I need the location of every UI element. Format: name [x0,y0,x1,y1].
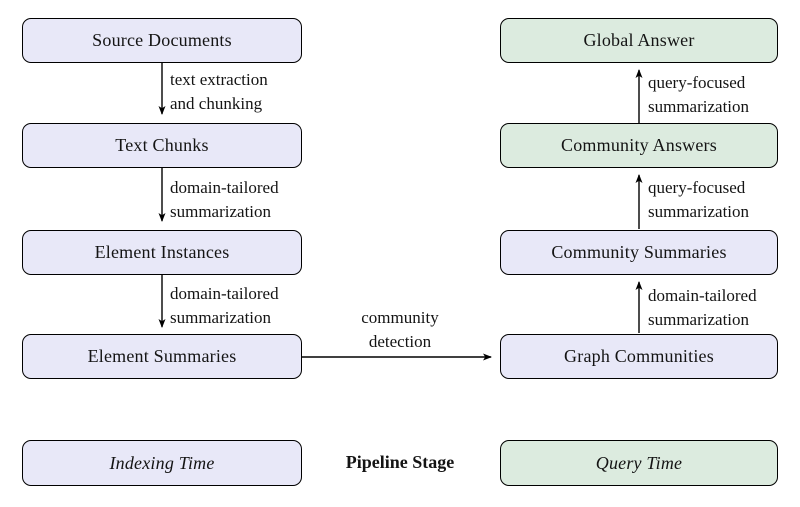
node-label: Text Chunks [115,135,209,155]
edge-label-community-summaries-to-answers: query-focused summarization [648,178,750,221]
legend-label: Indexing Time [109,452,215,473]
node-global-answer: Global Answer [500,18,778,63]
edge-label-chunks-to-instances: domain-tailored summarization [170,178,279,221]
node-community-summaries: Community Summaries [500,230,778,275]
node-graph-communities: Graph Communities [500,334,778,379]
node-label: Source Documents [92,30,232,50]
node-label: Graph Communities [564,346,714,366]
edge-label-summaries-to-graph: community detection [361,308,439,351]
node-label: Community Summaries [551,242,727,262]
edge-label-source-to-chunks: text extraction and chunking [170,70,268,113]
edge-label-instances-to-summaries: domain-tailored summarization [170,284,279,327]
node-community-answers: Community Answers [500,123,778,168]
node-label: Element Summaries [87,346,237,366]
legend-label: Query Time [595,452,683,473]
node-label: Community Answers [561,135,717,155]
edge-label-answers-to-global: query-focused summarization [648,73,750,116]
legend-query-time: Query Time [500,440,778,486]
node-text-chunks: Text Chunks [22,123,302,168]
node-element-instances: Element Instances [22,230,302,275]
legend-indexing-time: Indexing Time [22,440,302,486]
legend-pipeline-stage: Pipeline Stage [345,452,455,472]
node-label: Element Instances [94,242,230,262]
edge-label-graph-to-community-summaries: domain-tailored summarization [648,286,757,329]
node-source-documents: Source Documents [22,18,302,63]
node-element-summaries: Element Summaries [22,334,302,379]
node-label: Global Answer [583,30,695,50]
